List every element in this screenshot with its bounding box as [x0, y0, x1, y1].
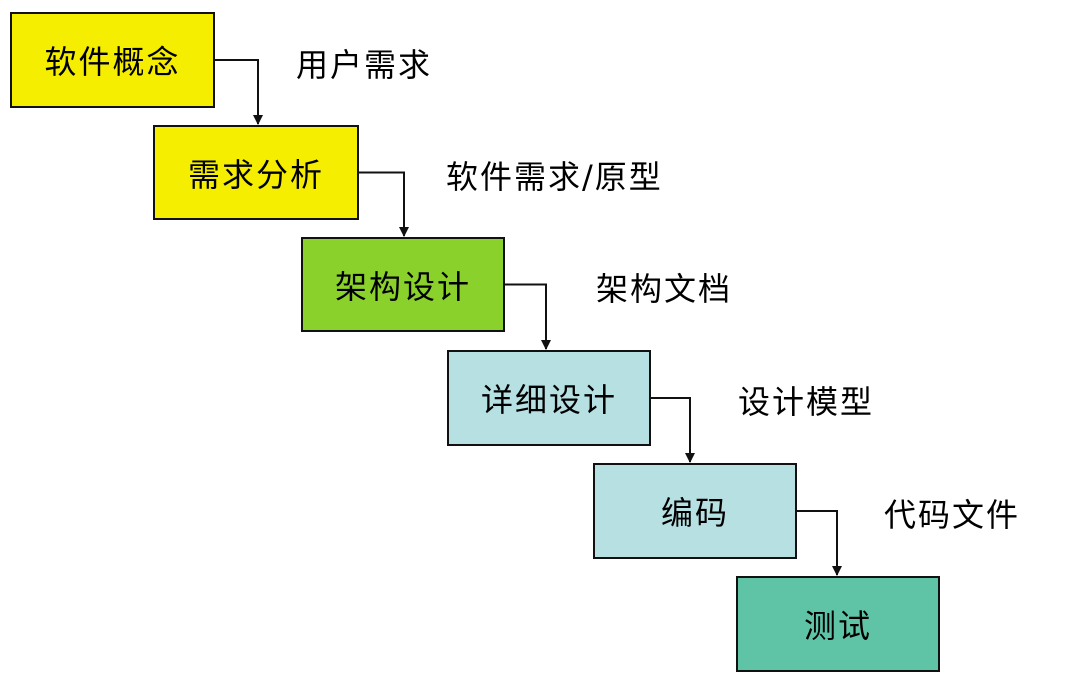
artifact-label-3: 架构文档 [596, 270, 733, 308]
stage-box-1: 软件概念 [10, 12, 215, 108]
stage-box-6: 测试 [736, 576, 940, 672]
flow-arrow-1 [215, 59, 263, 125]
stage-box-5: 编码 [593, 463, 797, 559]
stage-box-3: 架构设计 [301, 237, 505, 332]
artifact-label-2: 软件需求/原型 [446, 158, 663, 196]
flow-arrow-3 [505, 283, 551, 350]
artifact-label-1: 用户需求 [296, 46, 433, 84]
artifact-label-5: 代码文件 [884, 496, 1021, 534]
stage-box-4: 详细设计 [447, 350, 651, 446]
flow-arrow-2 [359, 171, 409, 237]
stage-box-2: 需求分析 [153, 125, 359, 220]
flow-arrow-4 [651, 397, 695, 463]
artifact-label-4: 设计模型 [738, 383, 875, 421]
flow-arrow-5 [797, 510, 842, 576]
